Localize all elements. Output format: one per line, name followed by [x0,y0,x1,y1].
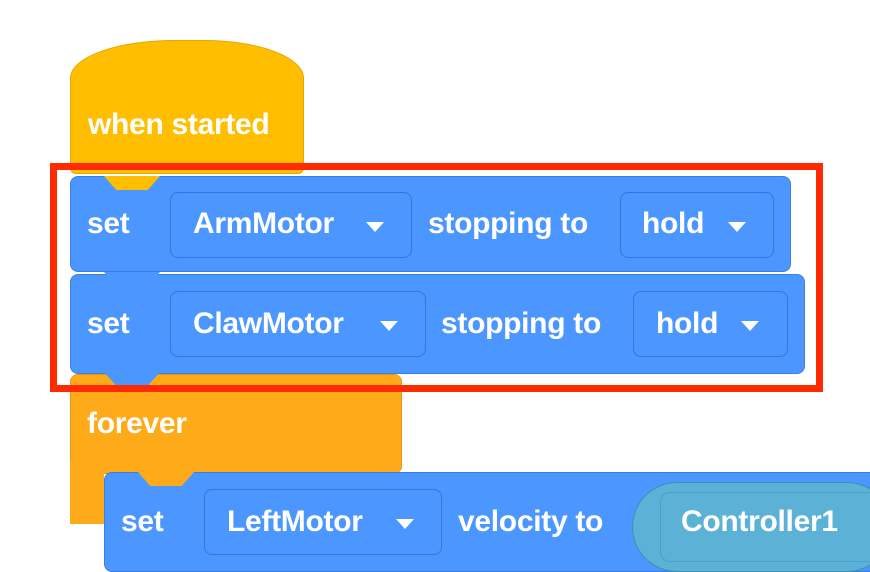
stopping-to-label: stopping to [441,307,601,340]
stopping-to-label: stopping to [428,207,588,240]
set-label: set [87,307,130,340]
chevron-down-icon[interactable] [728,222,746,232]
clawmotor-dropdown-label: ClawMotor [193,307,344,340]
block-connector-notch [138,472,194,486]
block-connector-notch [104,372,160,386]
chevron-down-icon[interactable] [741,321,759,331]
when-started-label: when started [88,108,270,141]
forever-block-arm [70,460,104,524]
set-label: set [87,207,130,240]
highlight-box [50,163,823,392]
leftmotor-dropdown-label: LeftMotor [227,505,363,538]
arm-stopping-mode-label: hold [642,207,705,240]
when-started-hat-block[interactable] [70,40,304,174]
claw-stopping-mode-dropdown[interactable] [633,291,788,357]
arm-stopping-mode-dropdown[interactable] [620,192,774,258]
chevron-down-icon[interactable] [396,519,414,529]
controller-dropdown-label: Controller1 [681,505,838,538]
block-connector-notch [104,272,160,286]
claw-stopping-mode-label: hold [656,307,719,340]
chevron-down-icon[interactable] [366,222,384,232]
velocity-to-label: velocity to [458,505,604,538]
block-connector-notch [104,176,160,190]
chevron-down-icon[interactable] [380,321,398,331]
forever-label: forever [87,407,187,440]
armmotor-dropdown-label: ArmMotor [193,207,334,240]
set-label: set [121,505,164,538]
